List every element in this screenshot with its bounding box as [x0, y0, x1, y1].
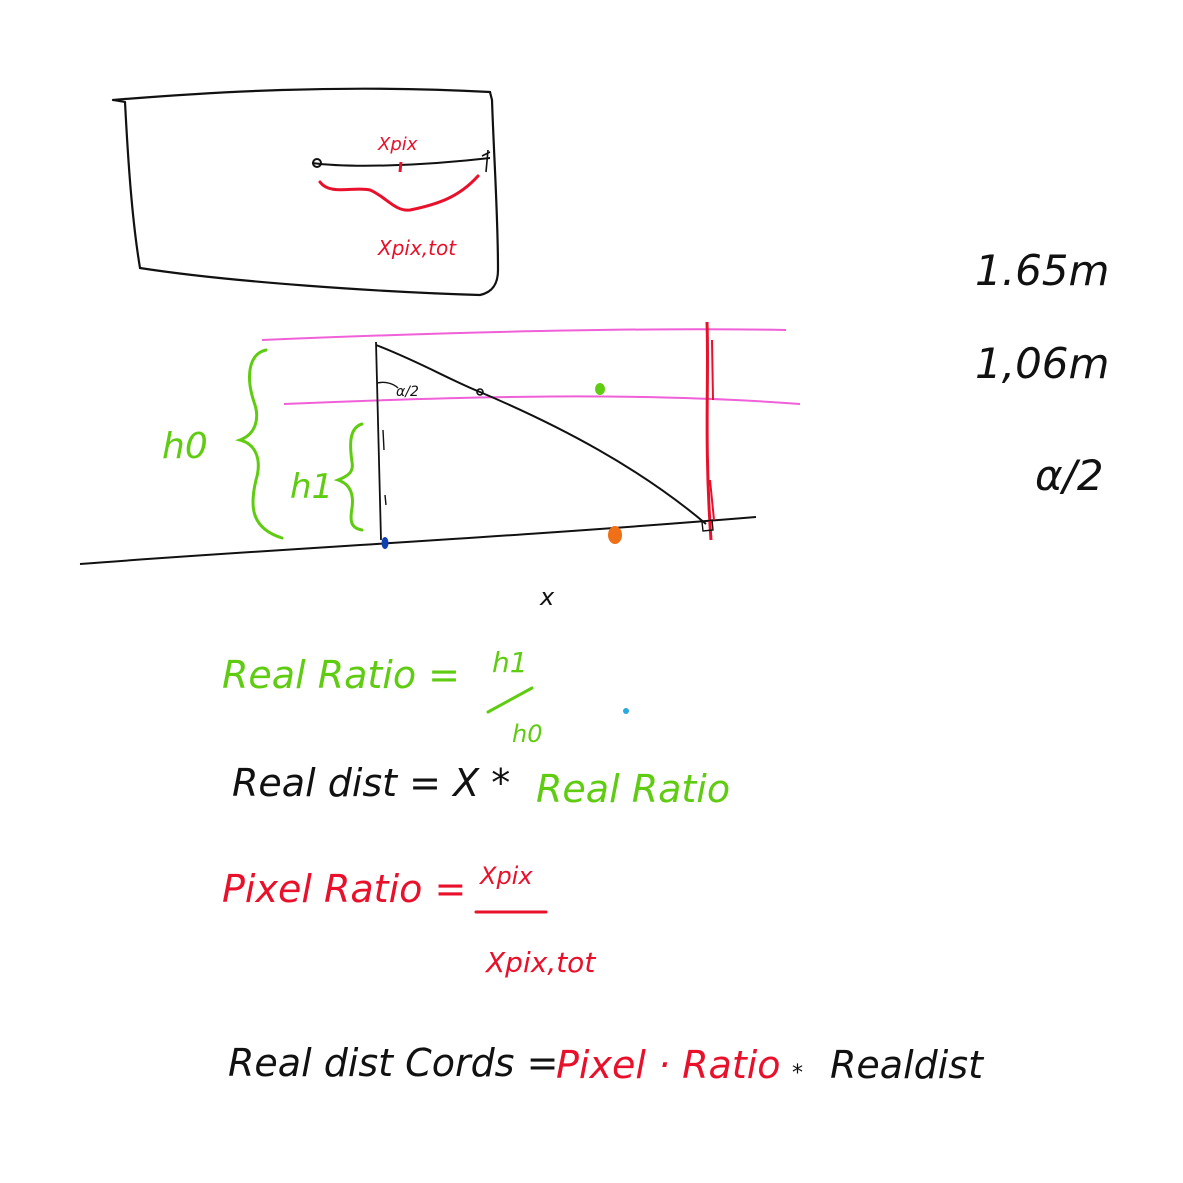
screen-frame-corner: [112, 99, 126, 103]
x-axis-label: x: [539, 583, 555, 611]
cyan-dot: [623, 708, 629, 714]
screen-end-tick: [481, 149, 491, 173]
camera-pole-mark: [382, 429, 387, 506]
note-height-1: 1.65m: [975, 246, 1109, 295]
real-ratio-denominator: h0: [512, 720, 542, 748]
formula-real-ratio: Real Ratio = h1 h0: [222, 646, 542, 748]
sight-ray: [375, 344, 707, 525]
screen-sketch: Xpix Xpix,tot: [111, 87, 500, 297]
screen-pixel-line: [311, 157, 491, 167]
pixel-ratio-numerator: Xpix: [478, 862, 533, 890]
green-point: [595, 383, 605, 395]
side-notes: 1.65m 1,06m α/2: [975, 246, 1109, 500]
pixel-ratio-denominator: Xpix,tot: [484, 946, 596, 979]
side-view-sketch: α/2 h0 h1 x: [79, 321, 801, 611]
angle-arc: [376, 381, 399, 389]
screen-xpix-tot-brace: [318, 174, 480, 212]
real-dist-cords-operator: *: [792, 1061, 803, 1086]
formula-real-dist: Real dist = X * Real Ratio: [232, 761, 730, 811]
target-line: [705, 321, 713, 541]
h0-brace: [234, 348, 284, 540]
ray-crossing-point: [476, 388, 484, 396]
real-dist-cords-mid: Pixel · Ratio: [556, 1043, 781, 1087]
h0-label: h0: [162, 426, 208, 467]
upper-horizon-line: [261, 328, 787, 341]
target-line-shade: [709, 339, 715, 521]
ground-hit-mark: [701, 519, 714, 532]
h1-brace: [333, 422, 364, 532]
note-angle: α/2: [1035, 451, 1104, 500]
screen-label-xpix: Xpix: [377, 134, 418, 155]
camera-pole: [375, 341, 382, 541]
real-ratio-numerator: h1: [492, 646, 528, 679]
screen-label-xpix-tot: Xpix,tot: [377, 236, 457, 260]
lower-horizon-line: [283, 395, 801, 405]
angle-label: α/2: [396, 384, 419, 400]
ground-line: [79, 516, 757, 565]
blue-point: [381, 537, 389, 549]
real-ratio-lhs: Real Ratio =: [222, 653, 460, 697]
real-dist-cords-lhs: Real dist Cords =: [228, 1041, 558, 1085]
formula-pixel-ratio: Pixel Ratio = Xpix Xpix,tot: [222, 862, 596, 979]
formula-real-dist-cords: Real dist Cords = Pixel · Ratio * Realdi…: [228, 1041, 985, 1087]
real-dist-rhs: Real Ratio: [536, 767, 730, 811]
orange-point: [608, 526, 622, 544]
h1-label: h1: [290, 467, 333, 507]
real-dist-cords-rhs: Realdist: [830, 1043, 985, 1087]
screen-origin-point: [312, 158, 322, 168]
real-ratio-fraction-bar: [486, 686, 534, 714]
note-height-2: 1,06m: [975, 339, 1109, 388]
pixel-ratio-lhs: Pixel Ratio =: [222, 867, 466, 911]
screen-frame: [111, 87, 500, 297]
real-dist-lhs: Real dist = X *: [232, 761, 510, 805]
screen-xpix-tick: [398, 161, 403, 173]
